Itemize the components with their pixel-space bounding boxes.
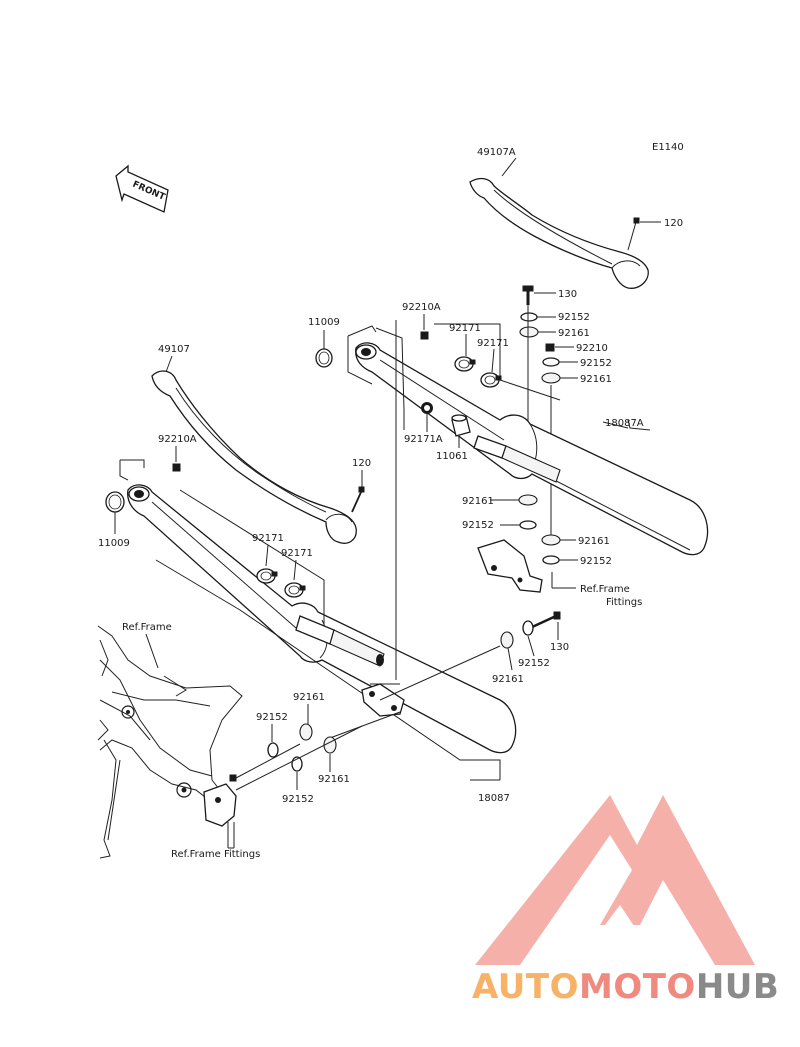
label-92210A-top: 92210A (402, 302, 441, 313)
label-11009-top: 11009 (308, 317, 340, 328)
label-92152-e: 92152 (518, 658, 550, 669)
label-130-top: 130 (558, 289, 577, 300)
label-92161-c: 92161 (462, 496, 494, 507)
grommet-92161-e (500, 631, 514, 649)
grommet-92161-a (519, 326, 539, 338)
label-18087: 18087 (478, 793, 510, 804)
frame-reference (97, 625, 243, 859)
clamp-92171-d (284, 582, 306, 598)
watermark-auto: AUTO (472, 967, 579, 1007)
label-92171-b: 92171 (477, 338, 509, 349)
watermark-logo: AUTOMOTOHUB (472, 795, 779, 1007)
watermark-hub: HUB (696, 967, 779, 1007)
washer-92152-e (522, 620, 534, 636)
grommet-92161-f (299, 723, 313, 741)
ref-frame-fittings-upper-l1: Ref.Frame (580, 584, 630, 595)
bush-11061 (451, 414, 471, 437)
label-92171-c: 92171 (252, 533, 284, 544)
screw-120-mid (351, 486, 365, 513)
label-92152-a: 92152 (558, 312, 590, 323)
ref-frame-fittings-upper-l2: Fittings (606, 597, 642, 608)
label-92161-a: 92161 (558, 328, 590, 339)
label-92161-b: 92161 (580, 374, 612, 385)
label-120-top: 120 (664, 218, 683, 229)
heat-guard-49107A (469, 177, 649, 289)
label-92161-e: 92161 (492, 674, 524, 685)
washer-92152-a (520, 312, 538, 322)
bracket-frame-fitting-lower (203, 774, 237, 827)
label-92161-f: 92161 (293, 692, 325, 703)
nut-92210A-mid (172, 463, 181, 472)
grommet-92161-c (518, 494, 538, 506)
grommet-92161-d (541, 534, 561, 546)
muffler-18087 (127, 484, 517, 754)
ref-frame-fittings-lower: Ref.Frame Fittings (171, 849, 260, 860)
label-92161-g: 92161 (318, 774, 350, 785)
grommet-92161-b (541, 372, 561, 384)
label-130-mid: 130 (550, 642, 569, 653)
grommet-92161-g (323, 736, 337, 754)
sensor-92171A (421, 402, 433, 414)
label-92152-c: 92152 (462, 520, 494, 531)
nut-92210A-top (420, 331, 429, 340)
pipe-connector-top (473, 435, 561, 483)
ref-frame-label: Ref.Frame (122, 622, 172, 633)
clamp-92171-b (480, 372, 502, 388)
label-49107A: 49107A (477, 147, 516, 158)
label-92161-d: 92161 (578, 536, 610, 547)
clamp-92171-c (256, 568, 278, 584)
label-92152-b: 92152 (580, 358, 612, 369)
label-92152-f: 92152 (256, 712, 288, 723)
muffler-18087A (355, 342, 709, 556)
bolt-130-top (522, 285, 534, 305)
label-18087A: 18087A (605, 418, 644, 429)
pipe-connector-lower (295, 615, 385, 667)
washer-92152-c (519, 520, 537, 530)
label-11061: 11061 (436, 451, 468, 462)
washer-92152-d (542, 555, 560, 565)
screw-120-top (627, 217, 640, 251)
label-120-mid: 120 (352, 458, 371, 469)
front-arrow-icon: FRONT (115, 164, 169, 213)
diagram-code: E1140 (652, 142, 684, 153)
label-49107: 49107 (158, 344, 190, 355)
bolt-130-mid (529, 611, 561, 630)
washer-92152-b (542, 357, 560, 367)
watermark-text: AUTOMOTOHUB (472, 967, 779, 1007)
bracket-frame-fitting-upper (477, 539, 543, 593)
washer-92152-f (267, 742, 279, 758)
label-92152-g: 92152 (282, 794, 314, 805)
label-92210: 92210 (576, 343, 608, 354)
label-11009-mid: 11009 (98, 538, 130, 549)
label-92171-a: 92171 (449, 323, 481, 334)
label-92152-d: 92152 (580, 556, 612, 567)
mount-bracket-lower (361, 683, 405, 717)
watermark-moto: MOTO (579, 967, 696, 1007)
label-92171A: 92171A (404, 434, 443, 445)
heat-guard-49107 (151, 370, 357, 544)
label-92210A-mid: 92210A (158, 434, 197, 445)
clamp-92171-a (454, 356, 476, 372)
label-92171-d: 92171 (281, 548, 313, 559)
nut-92210 (545, 343, 555, 352)
